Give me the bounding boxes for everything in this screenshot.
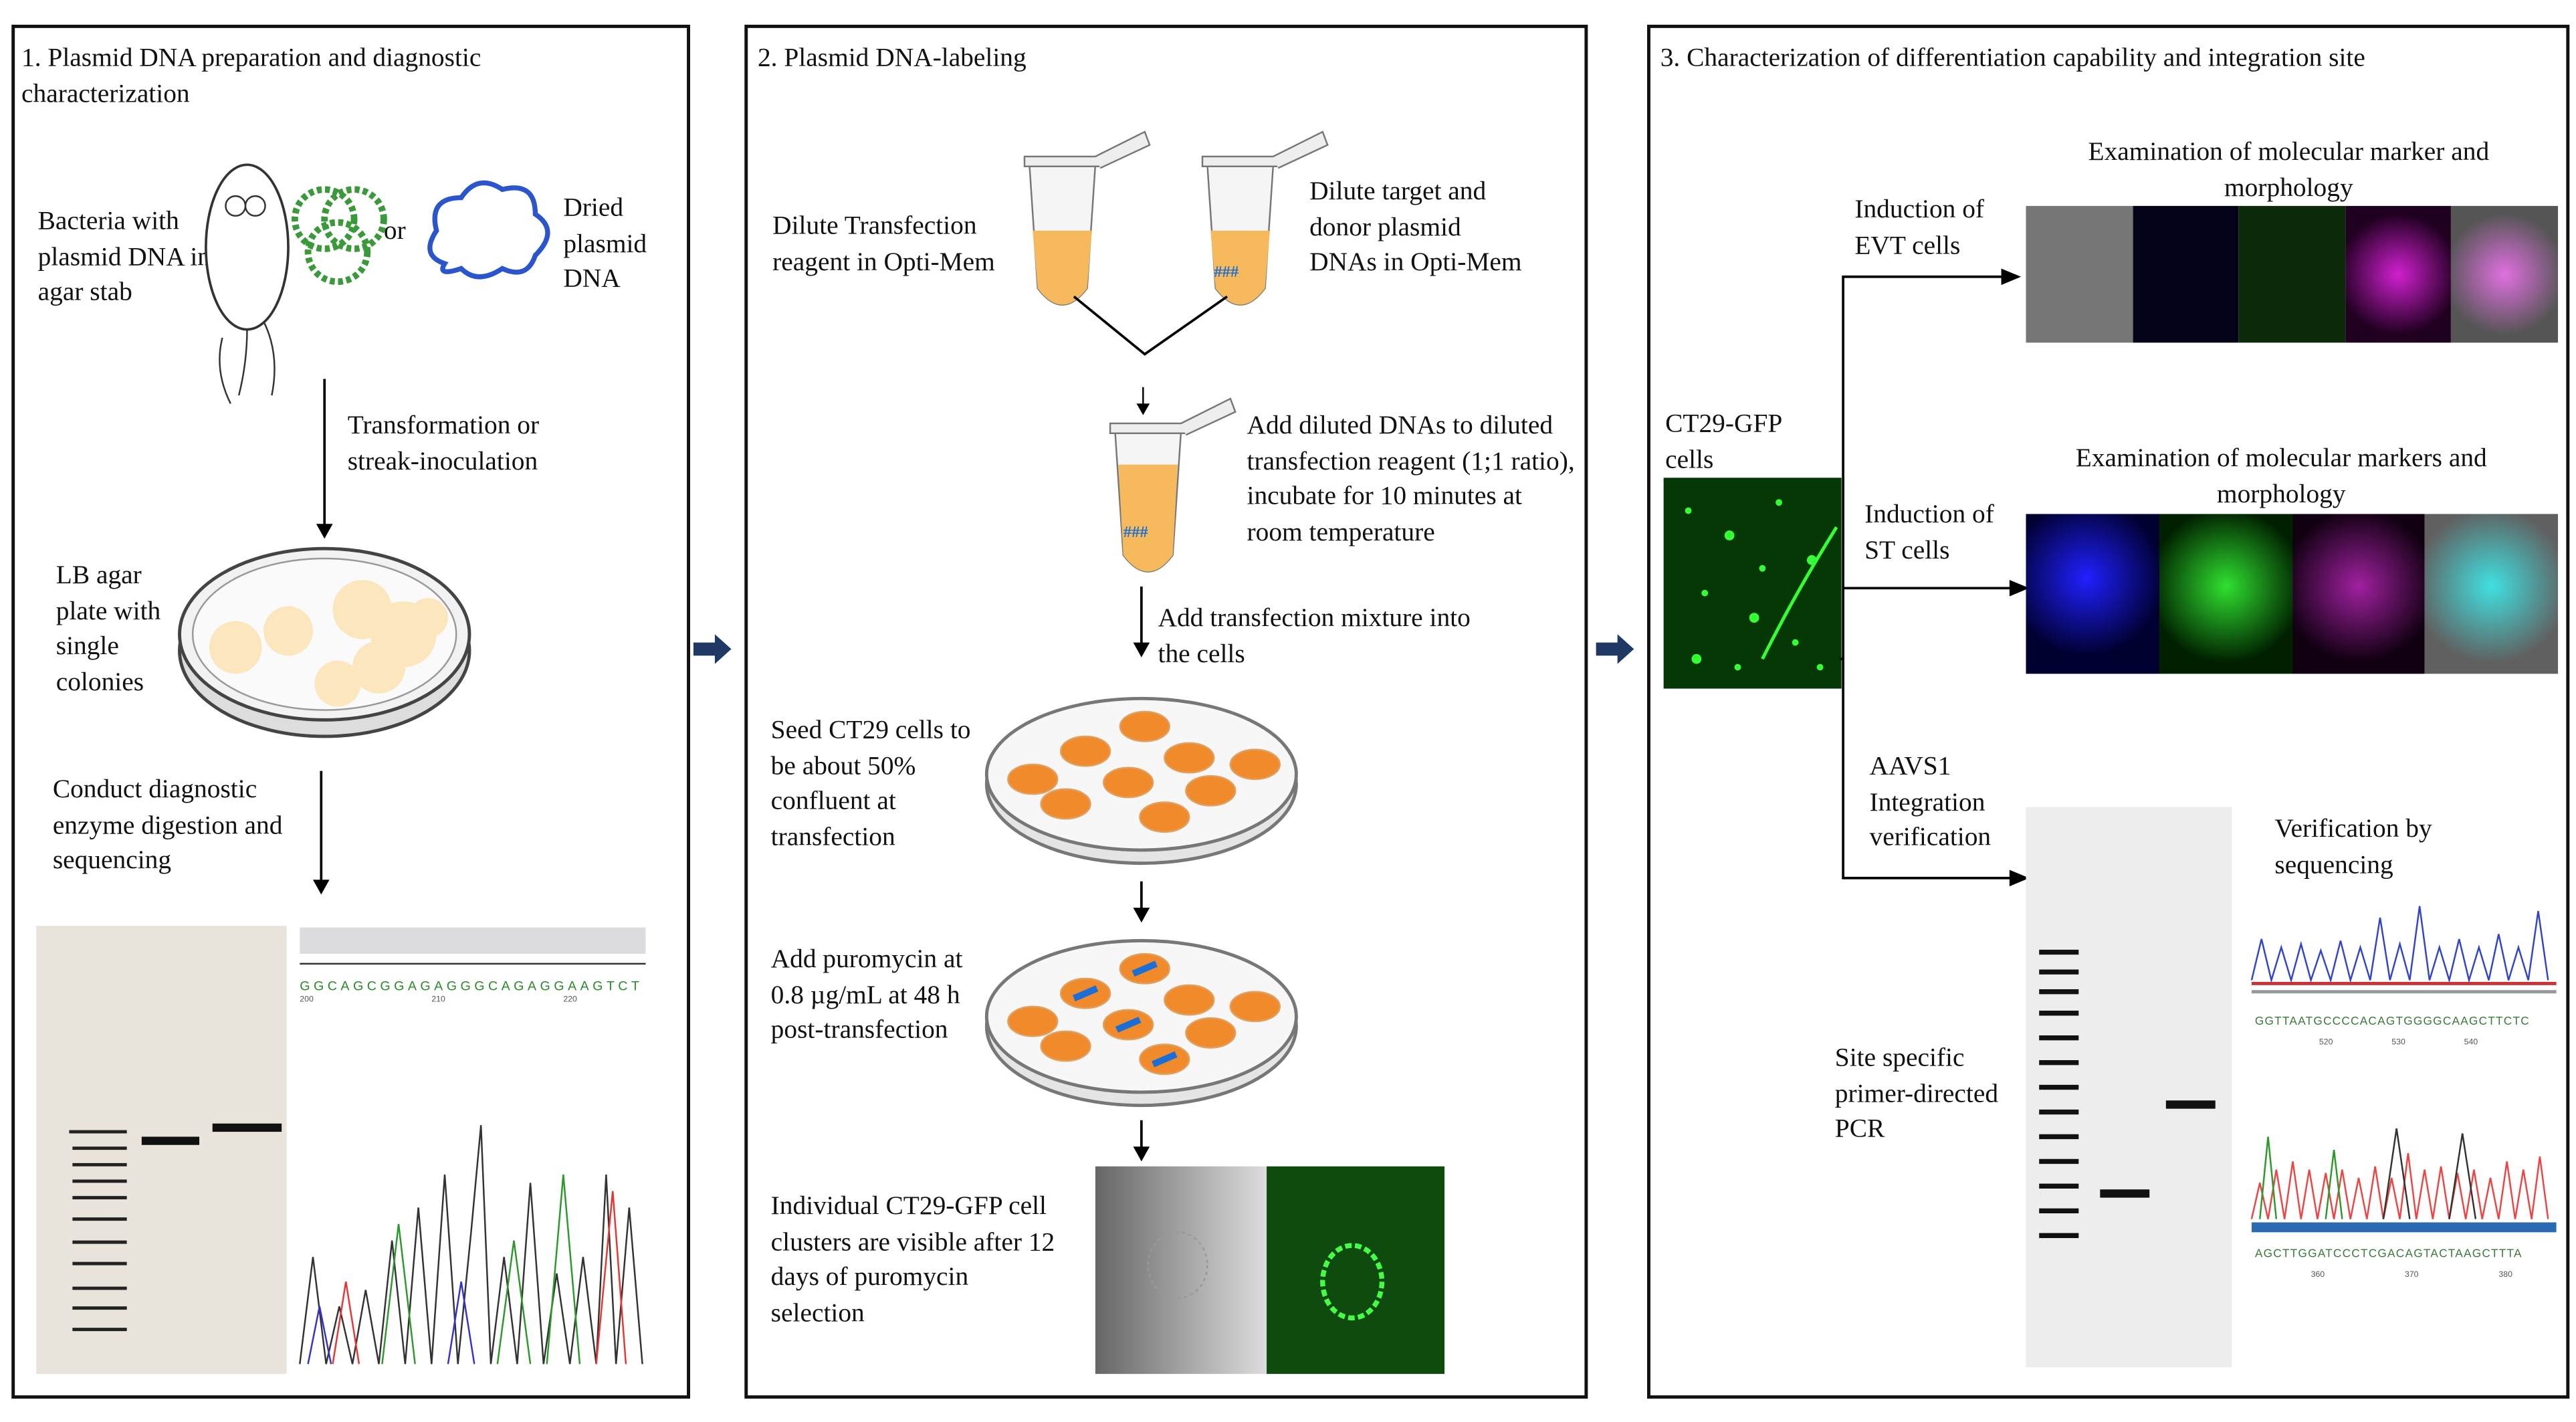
tube-dna bbox=[1201, 130, 1329, 306]
brightfield-image bbox=[1095, 1166, 1267, 1375]
tube-mark: ### bbox=[1123, 524, 1148, 542]
evt-gfp bbox=[2238, 205, 2345, 343]
seq-number: 370 bbox=[2404, 1269, 2419, 1280]
sequence-verification-2: AGCTTGGATCCCTCGACAGTACTAAGCTTTA bbox=[2254, 1248, 2523, 1261]
dried-dna-cloud-icon bbox=[427, 180, 550, 280]
plate-label: LB agar plate with single colonies bbox=[56, 561, 161, 696]
evt-dapi bbox=[2132, 205, 2239, 343]
st-merge bbox=[2425, 514, 2559, 674]
evt-brightfield bbox=[2026, 205, 2133, 343]
panel-1 bbox=[11, 24, 690, 1399]
bacteria-label: Bacteria with plasmid DNA in agar stab bbox=[37, 207, 211, 307]
seed-cells-label: Seed CT29 cells to be about 50% confluen… bbox=[770, 716, 971, 851]
st-label: Induction of ST cells bbox=[1864, 500, 1994, 565]
panel-1-title: 1. Plasmid DNA preparation and diagnosti… bbox=[21, 44, 481, 108]
tube-reagent bbox=[1023, 130, 1151, 306]
chromatogram-1 bbox=[299, 927, 646, 1364]
seq-number: 200 bbox=[300, 995, 314, 1005]
transformation-label: Transformation or streak-inoculation bbox=[347, 411, 540, 476]
arrow-down bbox=[312, 771, 330, 895]
ct29-gfp-image bbox=[1663, 478, 1842, 689]
arrow-down bbox=[316, 379, 333, 539]
bacteria-illustration bbox=[205, 163, 387, 404]
sequence-1: GGCAGCGGAGAGGGCAGAGGAAGTCT bbox=[300, 979, 643, 994]
seq-number: 520 bbox=[2319, 1037, 2333, 1048]
puromycin-label: Add puromycin at 0.8 µg/mL at 48 h post-… bbox=[770, 945, 963, 1045]
seq-number: 530 bbox=[2391, 1037, 2405, 1048]
evt-exam-label: Examination of molecular marker and morp… bbox=[2088, 138, 2490, 202]
dilute-reagent-label: Dilute Transfection reagent in Opti-Mem bbox=[772, 212, 995, 276]
dilute-dna-label: Dilute target and donor plasmid DNAs in … bbox=[1309, 178, 1522, 277]
or-label: or bbox=[383, 217, 406, 245]
seq-number: 540 bbox=[2464, 1037, 2478, 1048]
st-image-strip bbox=[2026, 514, 2559, 674]
st-exam-label: Examination of molecular markers and mor… bbox=[2075, 445, 2487, 508]
st-marker bbox=[2292, 514, 2426, 674]
panel-2 bbox=[744, 24, 1588, 1399]
cells-label: CT29-GFP cells bbox=[1665, 410, 1782, 474]
arrow-down bbox=[1133, 1120, 1150, 1162]
seq-number: 360 bbox=[2311, 1269, 2325, 1280]
seq-number: 210 bbox=[431, 995, 445, 1005]
add-dna-label: Add diluted DNAs to diluted transfection… bbox=[1247, 411, 1575, 546]
gel-image bbox=[36, 926, 287, 1375]
aavs1-label: AAVS1 Integration verification bbox=[1869, 752, 1992, 852]
arrow-down bbox=[1133, 881, 1150, 923]
cell-dish bbox=[984, 696, 1298, 866]
tube-mixed bbox=[1109, 397, 1237, 573]
seq-number: 220 bbox=[563, 995, 577, 1005]
evt-label: Induction of EVT cells bbox=[1854, 196, 1985, 260]
evt-merge bbox=[2451, 205, 2558, 343]
arrow-right-icon bbox=[1596, 634, 1634, 664]
panel-2-title: 2. Plasmid DNA-labeling bbox=[757, 44, 1027, 73]
gfp-image bbox=[1267, 1166, 1445, 1375]
evt-marker bbox=[2345, 205, 2452, 343]
tube-mark: ### bbox=[1214, 264, 1239, 282]
panel-3-title: 3. Characterization of differentiation c… bbox=[1660, 44, 2365, 73]
chromatogram-3 bbox=[2250, 1128, 2557, 1233]
diagnostic-label: Conduct diagnostic enzyme digestion and … bbox=[52, 776, 283, 875]
st-gfp bbox=[2159, 514, 2292, 674]
panel-3 bbox=[1647, 24, 2570, 1399]
chromatogram-2 bbox=[2250, 906, 2557, 994]
clusters-label: Individual CT29-GFP cell clusters are vi… bbox=[770, 1193, 1055, 1327]
arrow-right-icon bbox=[693, 634, 732, 664]
cell-dish-selected bbox=[984, 938, 1298, 1108]
arrow-down bbox=[1136, 387, 1150, 415]
pcr-label: Site specific primer-directed PCR bbox=[1834, 1044, 1999, 1144]
evt-image-strip bbox=[2026, 205, 2558, 343]
seq-number: 380 bbox=[2498, 1269, 2512, 1280]
add-mixture-label: Add transfection mixture into the cells bbox=[1158, 604, 1471, 668]
st-dapi bbox=[2026, 514, 2159, 674]
arrow-down bbox=[1133, 586, 1150, 657]
lb-agar-plate bbox=[178, 546, 471, 738]
dried-dna-label: Dried plasmid DNA bbox=[563, 194, 647, 294]
branch-lines bbox=[1840, 268, 2030, 887]
sequence-verification-1: GGTTAATGCCCCACAGTGGGGCAAGCTTCTC bbox=[2254, 1016, 2530, 1028]
pcr-gel-image bbox=[2026, 807, 2232, 1368]
seq-verification-label: Verification by sequencing bbox=[2274, 815, 2432, 880]
merge-lines bbox=[1073, 295, 1228, 356]
